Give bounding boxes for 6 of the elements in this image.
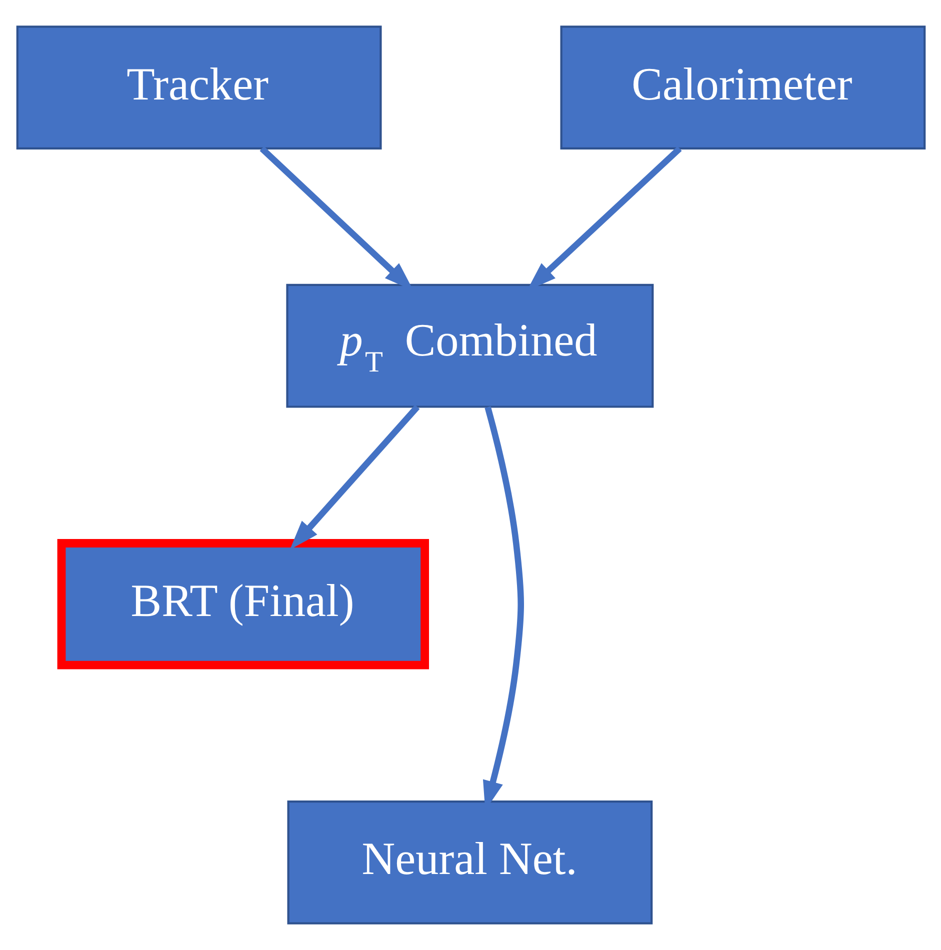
node-box: BRT (Final) xyxy=(56,539,428,670)
node-box: Tracker xyxy=(16,26,382,150)
node-box: p$_{T}$ Combined xyxy=(286,284,654,408)
arrow xyxy=(289,404,420,550)
node-box: Calorimeter xyxy=(560,26,926,150)
node-box: Neural Net. xyxy=(286,800,652,924)
